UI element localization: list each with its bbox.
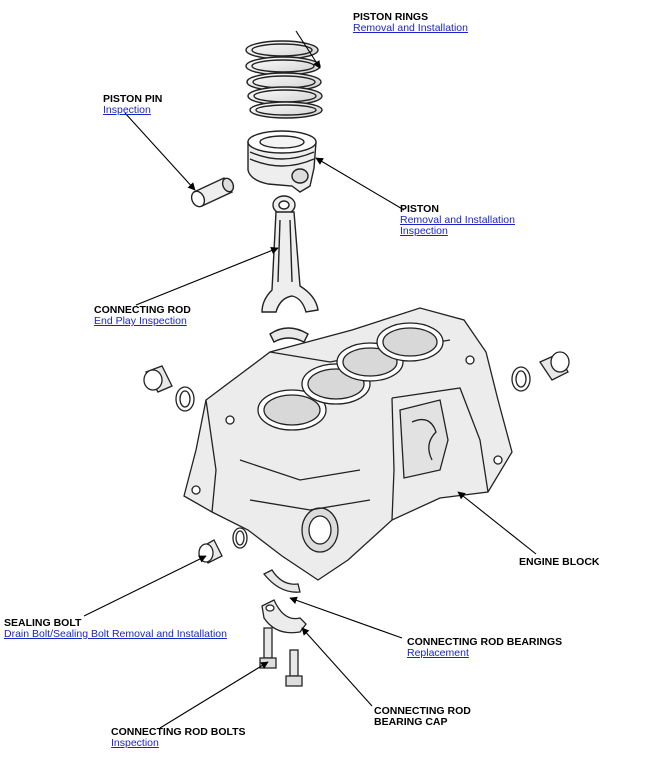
piston-rings-label: PISTON RINGS Removal and Installation	[353, 12, 468, 34]
engine-block-title: ENGINE BLOCK	[519, 556, 600, 568]
sealing-bolt-removal-link[interactable]: Drain Bolt/Sealing Bolt Removal and Inst…	[4, 628, 227, 640]
engine-block-label: ENGINE BLOCK	[519, 557, 600, 568]
piston-removal-link[interactable]: Removal and Installation	[400, 214, 515, 226]
piston-pin-inspection-link[interactable]: Inspection	[103, 104, 151, 116]
lower-bearing-shell-part	[262, 569, 301, 593]
connecting-rod-bearings-replacement-link[interactable]: Replacement	[407, 647, 469, 659]
bearing-cap-part	[261, 599, 307, 634]
piston-pin-title: PISTON PIN	[103, 93, 163, 105]
connecting-rod-bearings-title: CONNECTING ROD BEARINGS	[407, 636, 563, 648]
connecting-rod-bolts-part	[259, 627, 303, 687]
leader-lines	[83, 30, 537, 729]
upper-bearing-shell-part	[269, 327, 309, 343]
right-plug-part	[511, 351, 570, 392]
piston-pin-label: PISTON PIN Inspection	[103, 94, 162, 116]
connecting-rod-end-play-link[interactable]: End Play Inspection	[94, 315, 187, 327]
piston-rings-title: PISTON RINGS	[353, 11, 429, 23]
piston-pin-part	[190, 177, 235, 208]
connecting-rod-label: CONNECTING ROD End Play Inspection	[94, 305, 191, 327]
piston-rings-part	[245, 40, 323, 119]
connecting-rod-part	[261, 195, 319, 313]
piston-part	[247, 130, 317, 193]
sealing-bolt-label: SEALING BOLT Drain Bolt/Sealing Bolt Rem…	[4, 618, 227, 640]
piston-rings-removal-link[interactable]: Removal and Installation	[353, 22, 468, 34]
bearing-cap-title-line2: BEARING CAP	[374, 716, 448, 728]
piston-inspection-link[interactable]: Inspection	[400, 225, 448, 237]
bearing-cap-title-line1: CONNECTING ROD	[374, 705, 471, 717]
connecting-rod-bearings-label: CONNECTING ROD BEARINGS Replacement	[407, 637, 562, 659]
sealing-bolt-title: SEALING BOLT	[4, 617, 82, 629]
connecting-rod-bolts-title: CONNECTING ROD BOLTS	[111, 726, 246, 738]
connecting-rod-bolts-inspection-link[interactable]: Inspection	[111, 737, 159, 749]
piston-title: PISTON	[400, 203, 439, 215]
engine-block-part	[183, 307, 513, 581]
sealing-bolt-part	[198, 527, 248, 564]
connecting-rod-title: CONNECTING ROD	[94, 304, 191, 316]
connecting-rod-bearing-cap-label: CONNECTING ROD BEARING CAP	[374, 706, 471, 728]
connecting-rod-bolts-label: CONNECTING ROD BOLTS Inspection	[111, 727, 246, 749]
left-plug-part	[143, 365, 195, 412]
piston-label: PISTON Removal and Installation Inspecti…	[400, 204, 515, 237]
